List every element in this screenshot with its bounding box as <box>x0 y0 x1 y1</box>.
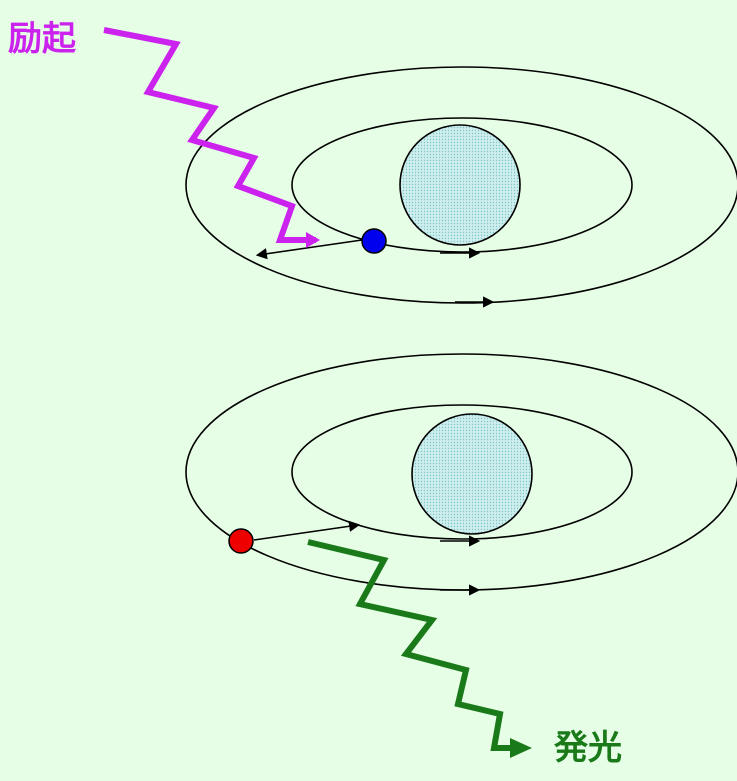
nucleus <box>411 413 533 535</box>
inner-orbit <box>291 117 633 253</box>
electron-ground-state <box>361 228 387 254</box>
excitation-photon-arrowhead <box>306 232 320 248</box>
nucleus <box>399 124 521 246</box>
emission-diagram <box>185 353 737 758</box>
transition-arrow-up <box>255 239 363 260</box>
excitation-diagram <box>103 27 737 308</box>
emission-photon-arrowhead <box>510 738 532 758</box>
excitation-label: 励起 <box>8 19 76 59</box>
transition-arrow-down <box>253 520 361 541</box>
electron-excited-state <box>228 528 254 554</box>
emission-photon-wave <box>307 539 514 751</box>
inner-orbit <box>291 404 633 540</box>
outer-orbit <box>185 66 737 304</box>
excitation-photon-wave <box>103 27 316 243</box>
emission-label: 発光 <box>554 728 622 768</box>
